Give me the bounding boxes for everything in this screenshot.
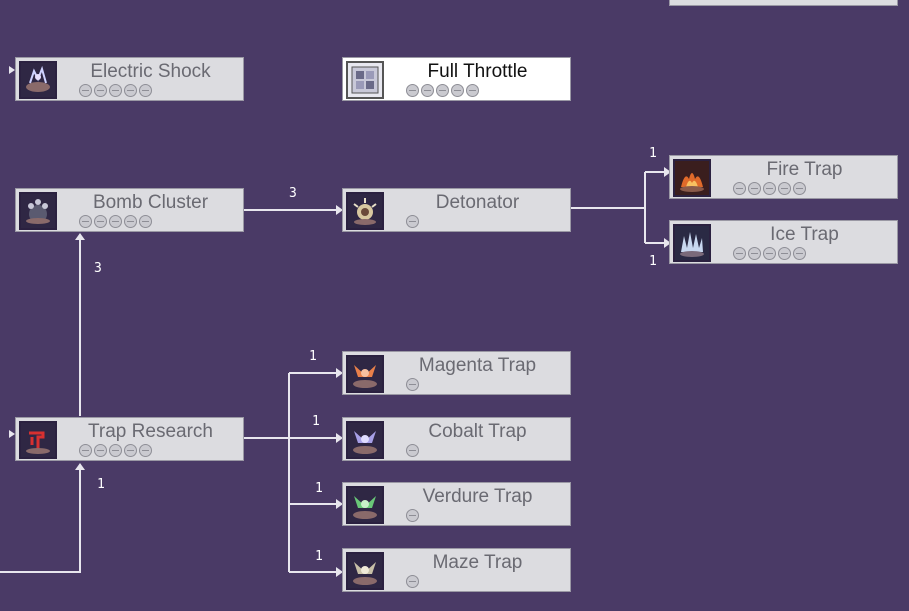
skill-node-full-throttle[interactable]: Full Throttle bbox=[342, 57, 571, 101]
magenta-trap-icon bbox=[346, 355, 384, 393]
requirement-label: 1 bbox=[649, 254, 657, 269]
skill-level-pips bbox=[406, 378, 419, 391]
verdure-trap-icon bbox=[346, 486, 384, 524]
skill-name: Full Throttle bbox=[427, 61, 528, 82]
requirement-label: 1 bbox=[315, 481, 323, 496]
detonator-icon bbox=[346, 192, 384, 230]
skill-node-offscreen[interactable] bbox=[669, 0, 898, 6]
skill-name: Electric Shock bbox=[90, 61, 211, 82]
skill-level-pips bbox=[79, 444, 152, 457]
skill-level-pips bbox=[406, 215, 419, 228]
bomb-cluster-icon bbox=[19, 192, 57, 230]
cobalt-trap-icon bbox=[346, 421, 384, 459]
skill-node-trap-research[interactable]: Trap Research bbox=[15, 417, 244, 461]
skill-name: Detonator bbox=[435, 192, 520, 213]
fire-trap-icon bbox=[673, 159, 711, 197]
skill-node-ice-trap[interactable]: Ice Trap bbox=[669, 220, 898, 264]
skill-node-fire-trap[interactable]: Fire Trap bbox=[669, 155, 898, 199]
skill-node-verdure-trap[interactable]: Verdure Trap bbox=[342, 482, 571, 526]
skill-node-maze-trap[interactable]: Maze Trap bbox=[342, 548, 571, 592]
skill-level-pips bbox=[406, 575, 419, 588]
skill-level-pips bbox=[733, 247, 806, 260]
maze-trap-icon bbox=[346, 552, 384, 590]
skill-node-detonator[interactable]: Detonator bbox=[342, 188, 571, 232]
requirement-label: 1 bbox=[649, 146, 657, 161]
electric-shock-icon bbox=[19, 61, 57, 99]
skill-node-cobalt-trap[interactable]: Cobalt Trap bbox=[342, 417, 571, 461]
requirement-label: 3 bbox=[94, 261, 102, 276]
skill-level-pips bbox=[79, 215, 152, 228]
trap-research-icon bbox=[19, 421, 57, 459]
full-throttle-icon bbox=[346, 61, 384, 99]
skill-name: Maze Trap bbox=[432, 552, 523, 573]
skill-name: Bomb Cluster bbox=[92, 192, 209, 213]
skill-level-pips bbox=[406, 444, 419, 457]
skill-name: Ice Trap bbox=[770, 224, 839, 245]
skill-node-bomb-cluster[interactable]: Bomb Cluster bbox=[15, 188, 244, 232]
requirement-label: 3 bbox=[289, 186, 297, 201]
requirement-label: 1 bbox=[309, 349, 317, 364]
skill-level-pips bbox=[733, 182, 806, 195]
skill-node-electric-shock[interactable]: Electric Shock bbox=[15, 57, 244, 101]
requirement-label: 1 bbox=[315, 549, 323, 564]
skill-node-magenta-trap[interactable]: Magenta Trap bbox=[342, 351, 571, 395]
skill-name: Fire Trap bbox=[766, 159, 843, 180]
ice-trap-icon bbox=[673, 224, 711, 262]
skill-name: Magenta Trap bbox=[418, 355, 537, 376]
skill-level-pips bbox=[406, 84, 479, 97]
skill-name: Cobalt Trap bbox=[428, 421, 527, 442]
requirement-label: 1 bbox=[312, 414, 320, 429]
skill-name: Verdure Trap bbox=[422, 486, 533, 507]
skill-name: Trap Research bbox=[88, 421, 213, 442]
requirement-label: 1 bbox=[97, 477, 105, 492]
skill-level-pips bbox=[406, 509, 419, 522]
incoming-arrow bbox=[9, 430, 15, 438]
incoming-arrow bbox=[9, 66, 15, 74]
skill-level-pips bbox=[79, 84, 152, 97]
